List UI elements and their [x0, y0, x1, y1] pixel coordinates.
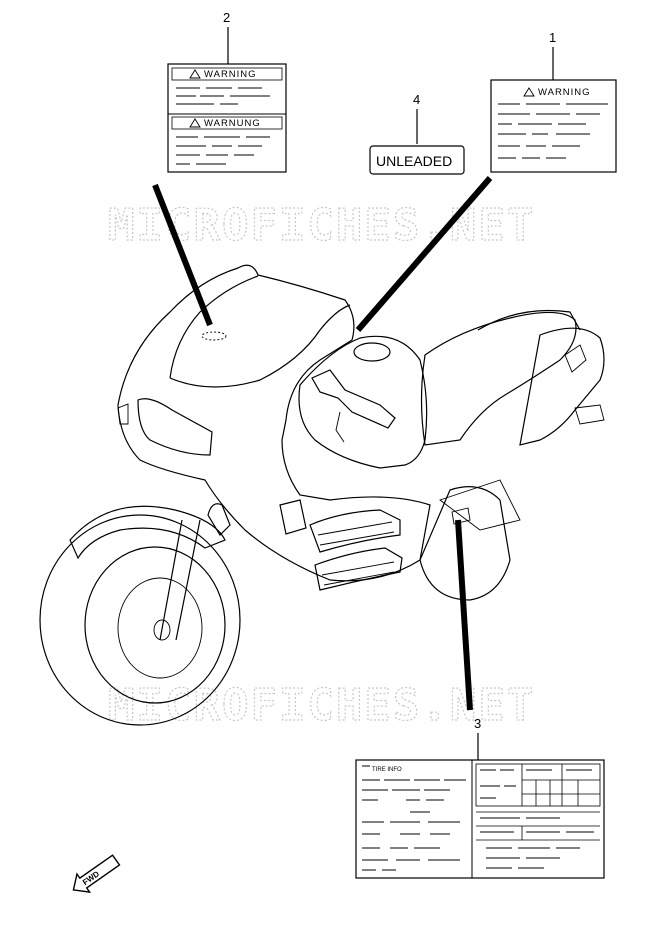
label-1-fine-print: [498, 103, 608, 159]
fuel-tank: [298, 335, 428, 469]
tail-cowl: [519, 327, 605, 446]
handlebar: [311, 369, 396, 429]
label-2-fine-print-top: [176, 87, 270, 105]
vent-slats: [317, 521, 395, 586]
label-4-frame: [369, 145, 465, 175]
pointer-label-3: [455, 519, 473, 711]
front-fender: [69, 505, 226, 560]
label-3-frame: [355, 759, 605, 879]
front-fork: [159, 519, 201, 641]
label-3-heading: TIRE INFO: [372, 767, 402, 773]
rear-wheel: [419, 486, 511, 601]
swingarm: [439, 479, 521, 531]
callout-3[interactable]: 3: [474, 716, 481, 760]
fuel-cap: [353, 342, 391, 362]
warning-triangle-icon: [189, 69, 201, 79]
windscreen: [169, 275, 351, 388]
front-tire-inner: [84, 546, 226, 704]
front-fairing: [117, 264, 431, 582]
label-3-left-fine-print: [362, 779, 466, 871]
warning-label-windscreen[interactable]: WARNING WARNUNG: [167, 63, 287, 173]
fairing-vent-upper: [309, 509, 401, 553]
label-2-frame: [167, 63, 287, 173]
headlight: [137, 398, 213, 456]
fork-slider: [279, 499, 307, 535]
watermark-bottom: MICROFICHES.NET: [108, 680, 535, 731]
warning-label-tank[interactable]: WARNING: [490, 79, 617, 173]
callout-number-2: 2: [223, 10, 230, 25]
tire-info-label[interactable]: TIRE INFO: [355, 759, 605, 879]
mirror: [117, 403, 129, 425]
label-3-right-fine-print: [480, 769, 594, 869]
turn-signal: [574, 404, 605, 425]
motorcycle-illustration: [39, 264, 605, 726]
warning-triangle-icon: [189, 118, 201, 128]
label-2-header-bottom: [171, 116, 283, 130]
front-hub: [153, 619, 171, 641]
callout-number-1: 1: [549, 30, 556, 45]
label-3-right-table: [475, 763, 601, 841]
callout-2[interactable]: 2: [223, 10, 230, 64]
unleaded-label[interactable]: UNLEADED: [369, 145, 465, 175]
callout-1[interactable]: 1: [549, 30, 556, 80]
front-tire-outer: [39, 514, 241, 726]
label-1-heading: WARNING: [538, 87, 591, 98]
label-2-heading-bottom: WARNUNG: [204, 118, 261, 129]
label-2-fine-print-bottom: [176, 136, 270, 165]
tail-light: [564, 344, 587, 373]
rear-label-spot: [451, 507, 471, 525]
callout-number-4: 4: [413, 92, 420, 107]
warning-triangle-icon: [523, 87, 535, 97]
label-2-heading-top: WARNING: [204, 69, 257, 80]
pointer-label-1: [355, 176, 493, 332]
label-4-text: UNLEADED: [376, 153, 452, 169]
windscreen-label-spot: [201, 331, 227, 341]
callout-4[interactable]: 4: [413, 92, 420, 144]
brake-lever: [335, 411, 345, 443]
tail-section: [477, 309, 581, 331]
seat: [420, 311, 577, 446]
front-rim: [117, 577, 203, 679]
pointer-label-2: [152, 183, 213, 327]
callout-number-3: 3: [474, 716, 481, 731]
label-1-frame: [490, 79, 617, 173]
forward-arrow-icon: FWD: [72, 854, 121, 893]
front-brake-caliper: [207, 503, 231, 536]
label-2-header-top: [171, 67, 283, 81]
fairing-vent-lower: [314, 547, 403, 591]
